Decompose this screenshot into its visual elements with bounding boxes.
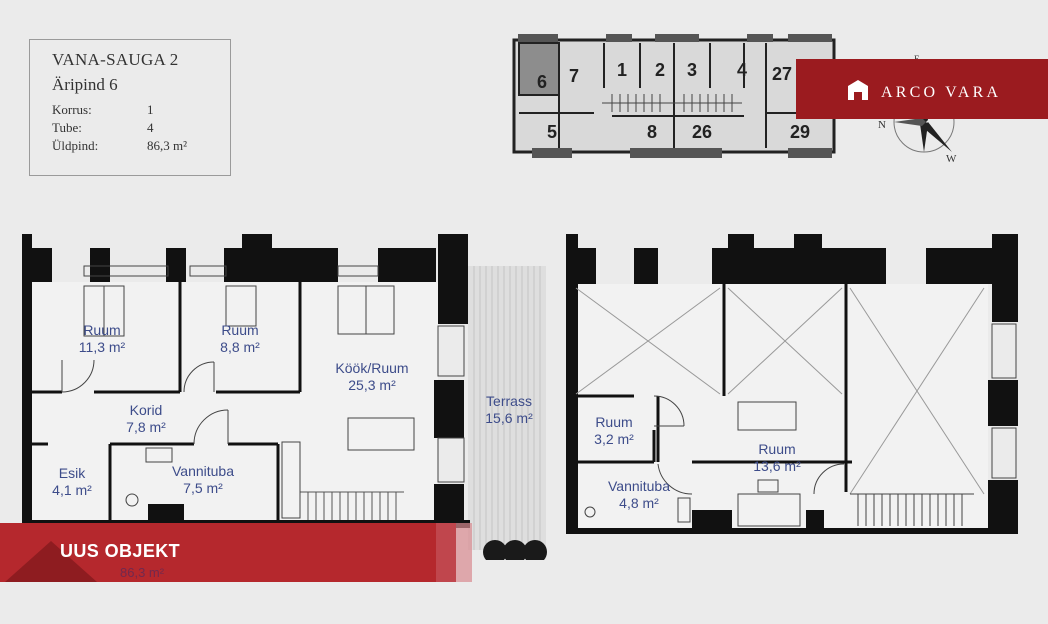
room-name: Terrass — [486, 393, 532, 409]
keyplan-unit-26: 26 — [692, 122, 712, 142]
new-listing-banner: UUS OBJEKT 86,3 m² — [0, 523, 456, 582]
room-area: 4,8 m² — [619, 495, 659, 511]
keyplan-unit-5: 5 — [547, 122, 557, 142]
room-name: Vannituba — [607, 478, 670, 494]
total-area-value: 86,3 m² — [147, 138, 188, 153]
total-area-label: Üldpind: — [52, 138, 99, 153]
room-name: Korid — [129, 402, 163, 418]
room-area: 13,6 m² — [753, 458, 801, 474]
room-name: Köök/Ruum — [335, 360, 409, 376]
keyplan-unit-27: 27 — [772, 64, 792, 84]
room-name: Ruum — [221, 322, 259, 338]
room-area: 7,5 m² — [183, 480, 223, 496]
room-area: 3,2 m² — [594, 431, 634, 447]
room-area: 4,1 m² — [52, 482, 92, 498]
key-plan: 6 7 1 2 3 4 27 28 5 8 26 29 — [512, 34, 836, 158]
keyplan-unit-2: 2 — [655, 60, 665, 80]
property-title: VANA-SAUGA 2 — [52, 50, 179, 69]
keyplan-unit-4: 4 — [737, 60, 747, 80]
compass-west-label: W — [946, 153, 957, 165]
logo-text: ARCO VARA — [881, 84, 1002, 101]
banner-stripe — [456, 523, 472, 582]
floor-value: 1 — [147, 102, 154, 117]
rooms-value: 4 — [147, 120, 154, 135]
terrace-plants — [483, 540, 547, 560]
room-area: 7,8 m² — [126, 419, 166, 435]
room-name: Ruum — [758, 441, 796, 457]
terrace-deck — [468, 266, 546, 550]
room-area: 25,3 m² — [348, 377, 396, 393]
banner-label: UUS OBJEKT — [60, 541, 181, 561]
banner-area: 86,3 m² — [120, 565, 165, 580]
room-area: 11,3 m² — [78, 339, 126, 355]
rooms-label: Tube: — [52, 120, 82, 135]
room-name: Vannituba — [171, 463, 234, 479]
keyplan-unit-7: 7 — [569, 66, 579, 86]
keyplan-unit-29: 29 — [790, 122, 810, 142]
banner-triangle-icon — [5, 541, 97, 582]
keyplan-unit-6: 6 — [537, 72, 547, 92]
room-area: 15,6 m² — [485, 410, 533, 426]
room-name: Ruum — [595, 414, 633, 430]
banner-stripe — [436, 523, 456, 582]
room-name: Ruum — [83, 322, 121, 338]
compass-north-label: N — [878, 119, 886, 131]
info-box: VANA-SAUGA 2 Äripind 6 Korrus: 1 Tube: 4… — [29, 39, 231, 176]
floor-label: Korrus: — [52, 102, 92, 117]
house-logo-icon — [848, 80, 868, 100]
floor-plan-upper — [566, 234, 1018, 534]
property-subtitle: Äripind 6 — [52, 75, 118, 94]
keyplan-unit-8: 8 — [647, 122, 657, 142]
arco-vara-logo: ARCO VARA — [796, 59, 1048, 119]
keyplan-unit-1: 1 — [617, 60, 627, 80]
keyplan-unit-3: 3 — [687, 60, 697, 80]
room-name: Esik — [58, 465, 86, 481]
room-area: 8,8 m² — [220, 339, 260, 355]
